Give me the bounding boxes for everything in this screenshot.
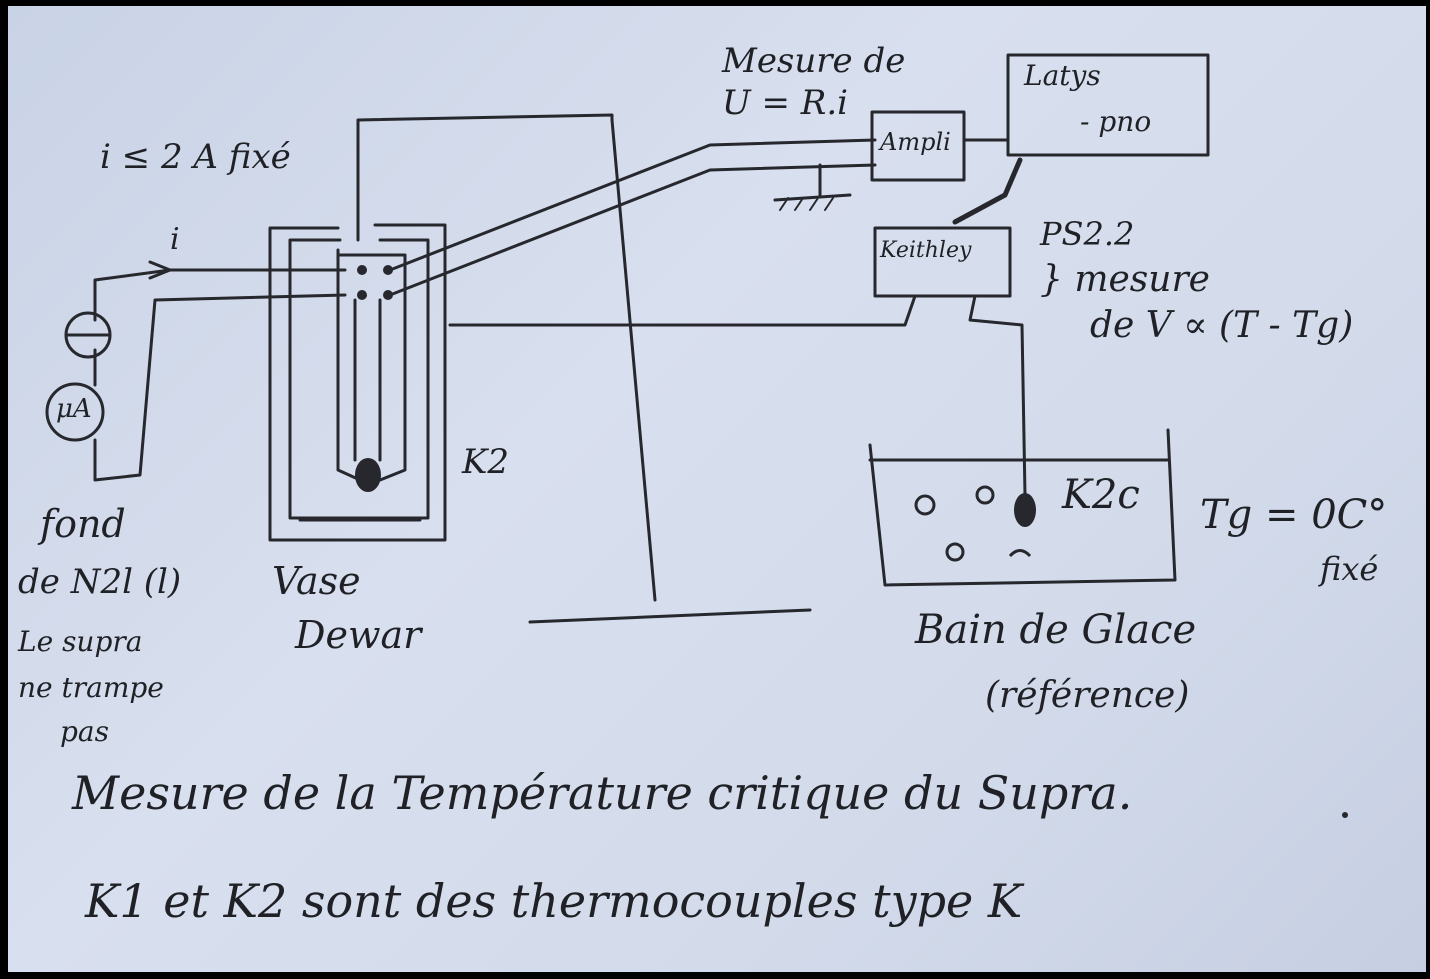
current-fixed-label: i ≤ 2 A fixé bbox=[100, 137, 291, 177]
dewar-label: Dewar bbox=[295, 613, 422, 657]
ampli-label: Ampli bbox=[880, 128, 951, 156]
proportional-label: de V ∝ (T - Tg) bbox=[1090, 305, 1354, 346]
ohm-formula: U = R.i bbox=[722, 83, 849, 123]
stand-base bbox=[528, 608, 812, 624]
footer-note: K1 et K2 sont des thermocouples type K bbox=[85, 874, 1023, 928]
tg-fixed-label: fixé bbox=[1320, 550, 1379, 588]
thermocouple-k2-bead bbox=[1014, 493, 1036, 527]
dewar-outer-wall bbox=[268, 223, 447, 542]
mesure-right-label: } mesure bbox=[1040, 259, 1210, 300]
microammeter-icon bbox=[45, 382, 105, 442]
reference-label: (référence) bbox=[985, 675, 1190, 716]
ps-label: PS2.2 bbox=[1040, 215, 1135, 253]
vase-label: Vase bbox=[272, 559, 361, 603]
bain-label: Bain de Glace bbox=[915, 607, 1197, 653]
latys-label: Latys bbox=[1024, 59, 1101, 92]
paper-sheet bbox=[8, 6, 1426, 972]
mesure-label: Mesure de bbox=[722, 41, 906, 81]
ampli-box bbox=[870, 110, 966, 182]
thermocouple-k1-bead bbox=[355, 458, 381, 492]
keithley-box bbox=[873, 226, 1012, 298]
keithley-label: Keithley bbox=[880, 238, 972, 263]
latys-box bbox=[1006, 53, 1210, 157]
microammeter-label: μA bbox=[56, 394, 92, 424]
fond-label: fond bbox=[40, 502, 126, 546]
pno-label: - pno bbox=[1080, 105, 1152, 138]
supra-note-1: Le supra bbox=[18, 625, 143, 658]
page-title: Mesure de la Température critique du Sup… bbox=[72, 766, 1133, 820]
keithley-lead-right bbox=[968, 294, 1027, 497]
ground bbox=[773, 163, 852, 202]
bath-k2-label: K2c bbox=[1062, 472, 1140, 518]
n2-label: de N2l (l) bbox=[18, 562, 182, 602]
k2-label: K2 bbox=[462, 442, 510, 482]
arrow-i bbox=[148, 260, 172, 280]
stand-frame bbox=[356, 113, 657, 602]
supra-note-2: ne trampe bbox=[18, 671, 164, 704]
ice-bath bbox=[868, 428, 1177, 587]
current-i-label: i bbox=[170, 222, 180, 257]
wire-to-ampli bbox=[388, 138, 877, 297]
dewar-inner-wall bbox=[288, 238, 430, 520]
sample-holder bbox=[336, 248, 407, 482]
keithley-lead-left bbox=[448, 294, 917, 327]
current-loop bbox=[93, 268, 347, 482]
supra-note-3: pas bbox=[60, 715, 109, 748]
tg-label: Tg = 0C° bbox=[1200, 492, 1388, 538]
sample-rod bbox=[353, 298, 382, 462]
